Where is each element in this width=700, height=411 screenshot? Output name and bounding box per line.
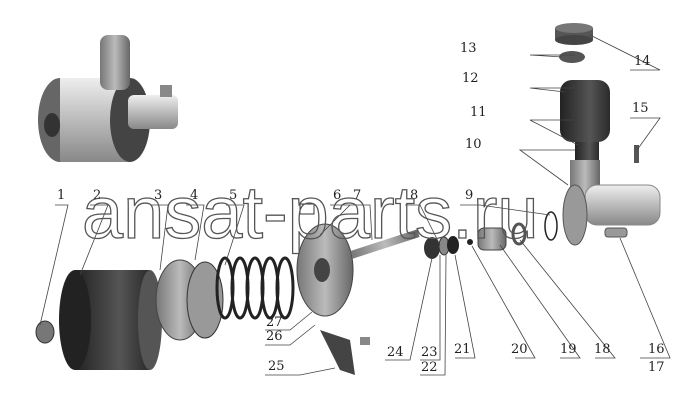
label-11: 11 <box>470 105 487 120</box>
label-13: 13 <box>460 41 477 56</box>
part-3-4 <box>155 259 224 341</box>
label-23: 23 <box>421 345 438 360</box>
part-19 <box>477 227 507 251</box>
label-5: 5 <box>229 188 237 203</box>
part-21 <box>447 236 459 254</box>
label-2: 2 <box>93 188 101 203</box>
label-24: 24 <box>387 345 404 360</box>
label-12: 12 <box>462 71 479 86</box>
label-16: 16 <box>648 342 665 357</box>
part-8 <box>424 237 440 259</box>
label-6: 6 <box>333 188 341 203</box>
label-26: 26 <box>266 329 283 344</box>
part-25-bracket <box>320 330 355 375</box>
label-20: 20 <box>511 342 528 357</box>
part-11 <box>575 140 599 160</box>
part-2 <box>59 270 162 370</box>
part-7-rod <box>350 229 420 259</box>
label-8: 8 <box>410 188 418 203</box>
label-15: 15 <box>632 101 649 116</box>
label-17: 17 <box>648 360 665 375</box>
label-1: 1 <box>57 188 65 203</box>
part-16-17 <box>604 227 628 238</box>
label-18: 18 <box>594 342 611 357</box>
part-15 <box>634 145 639 163</box>
label-14: 14 <box>634 54 651 69</box>
watermark: ansat-parts.ru <box>82 171 539 254</box>
part-labels: 1 2 3 4 5 6 7 8 9 10 11 12 13 14 15 16 1… <box>57 41 665 375</box>
label-19: 19 <box>560 342 577 357</box>
label-4: 4 <box>190 188 198 203</box>
part-1 <box>35 320 55 344</box>
part-12-reservoir <box>560 80 610 142</box>
leader-lines <box>39 34 671 376</box>
label-25: 25 <box>268 359 285 374</box>
label-27: 27 <box>266 315 283 330</box>
part-13 <box>559 51 585 63</box>
part-5-spring <box>215 256 295 320</box>
label-3: 3 <box>154 188 162 203</box>
label-21: 21 <box>454 342 471 357</box>
part-9 <box>544 211 558 241</box>
part-20 <box>467 239 473 245</box>
part-6-flange <box>296 203 354 317</box>
label-10: 10 <box>465 137 482 152</box>
part-24-bolt <box>360 337 370 345</box>
label-22: 22 <box>421 360 438 375</box>
label-7: 7 <box>353 188 361 203</box>
part-14-cap <box>555 23 593 45</box>
assembled-unit <box>38 35 178 162</box>
part-10-housing <box>562 160 661 246</box>
part-18 <box>511 222 527 246</box>
label-9: 9 <box>465 188 473 203</box>
